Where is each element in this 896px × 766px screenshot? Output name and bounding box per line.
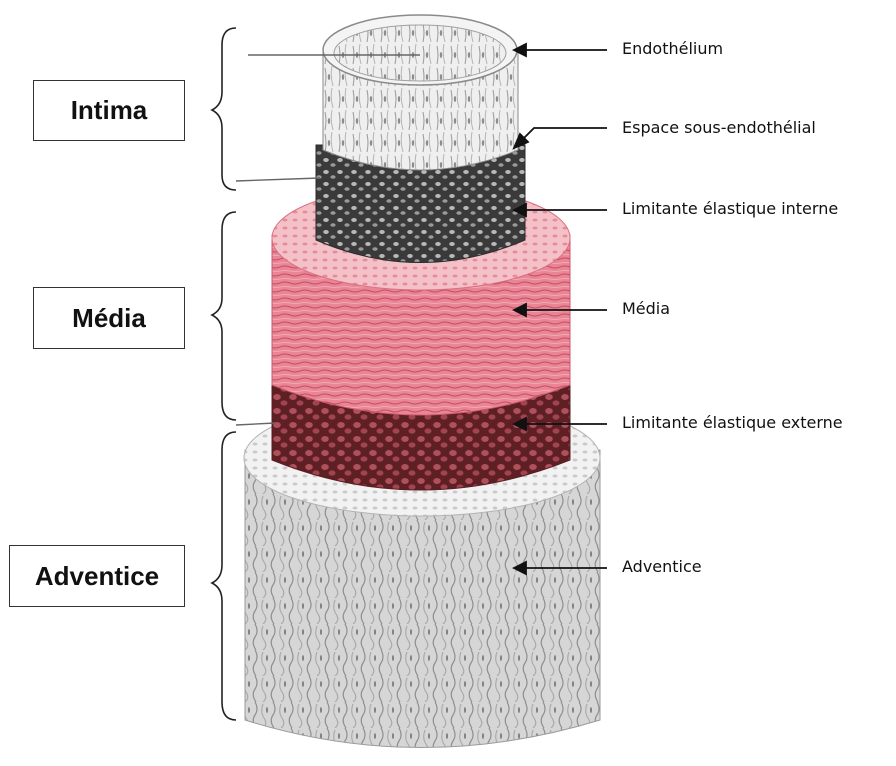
annotation-external-elastic-lamina: Limitante élastique externe xyxy=(622,413,843,432)
annotation-adventice: Adventice xyxy=(622,557,702,576)
media-label-box: Média xyxy=(33,287,185,349)
annotation-media: Média xyxy=(622,299,670,318)
annotation-internal-elastic-lamina: Limitante élastique interne xyxy=(622,199,838,218)
media-brace xyxy=(212,212,236,420)
arrow-subendothelial xyxy=(514,128,607,148)
annotation-endothelium: Endothélium xyxy=(622,39,723,58)
media-label: Média xyxy=(72,303,146,334)
intima-bottom-line xyxy=(236,178,320,181)
adventice-label: Adventice xyxy=(35,561,159,592)
endothelium-layer xyxy=(323,15,518,170)
arrow-endothelium xyxy=(514,44,607,56)
adventice-brace xyxy=(212,432,236,720)
intima-brace xyxy=(212,28,236,190)
media-bottom-line xyxy=(236,423,275,425)
intima-label-box: Intima xyxy=(33,80,185,141)
intima-label: Intima xyxy=(71,95,148,126)
annotation-subendothelial-space: Espace sous-endothélial xyxy=(622,118,816,137)
adventice-label-box: Adventice xyxy=(9,545,185,607)
